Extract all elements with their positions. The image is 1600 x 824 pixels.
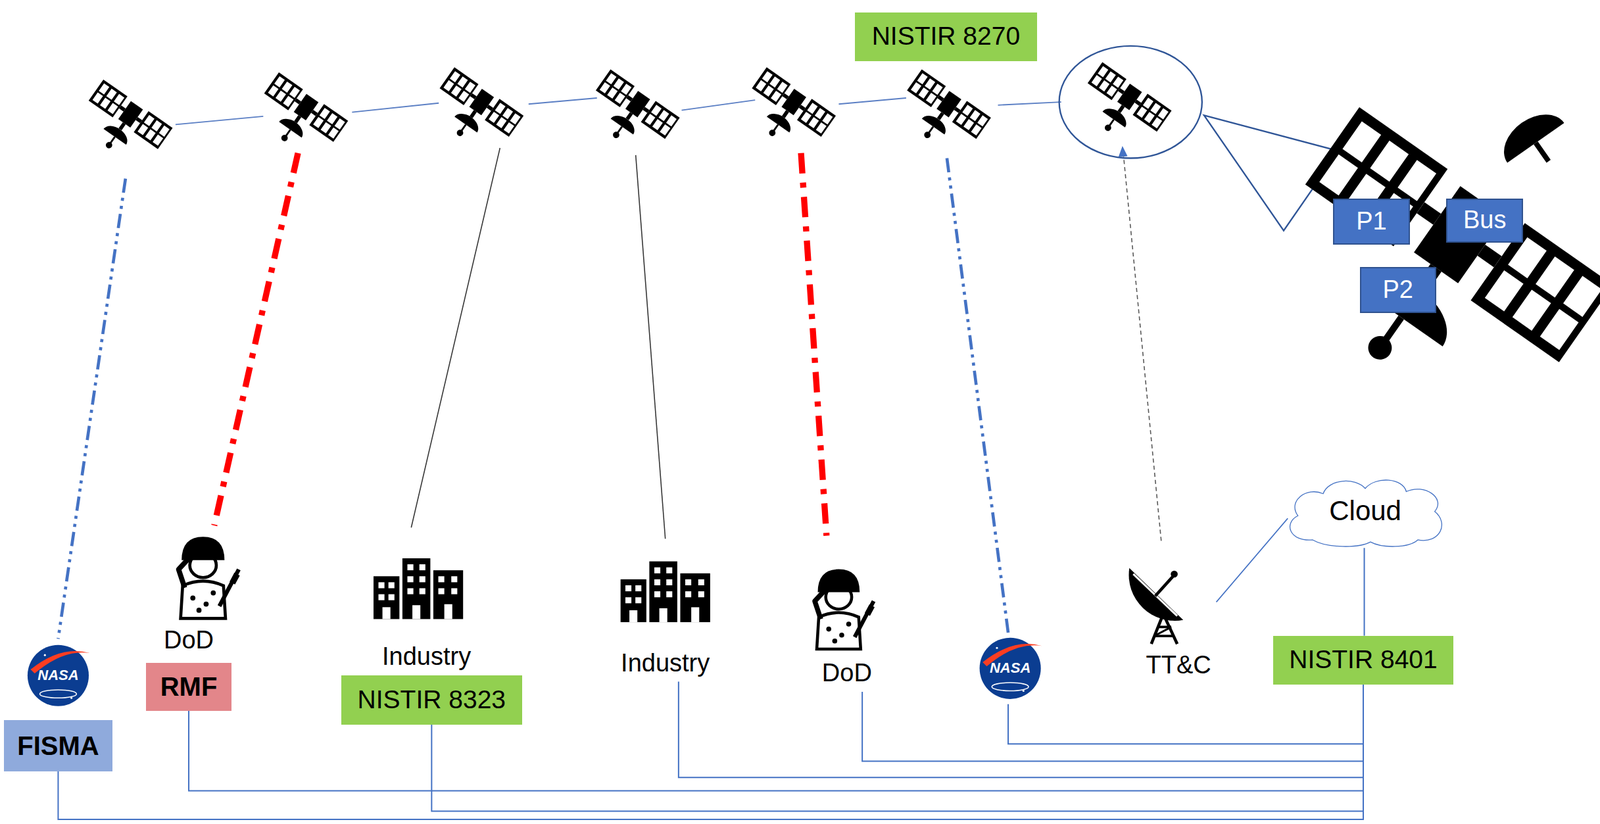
crosslink-line [175, 116, 264, 125]
logo-text: NASA [37, 667, 79, 684]
satellite-icon [423, 67, 524, 160]
component-box: P2 [1359, 266, 1437, 314]
box-text: Cloud [1329, 495, 1402, 527]
building-icon [620, 561, 711, 623]
nasa-link [57, 178, 125, 640]
nasa-logo [979, 637, 1043, 700]
ground-links [57, 145, 1288, 639]
actor-label: Industry [382, 642, 471, 672]
satellite-icon [735, 67, 836, 160]
dish-antenna [1493, 102, 1577, 181]
bus-line [862, 691, 1364, 762]
framework-box: FISMA [3, 720, 112, 772]
box-text: P2 [1382, 275, 1414, 305]
actor-label: DoD [822, 658, 873, 688]
component-box: P1 [1333, 198, 1410, 245]
standard-box: NISTIR 8401 [1273, 635, 1455, 685]
dish-antenna [1535, 142, 1549, 162]
bus-line [1008, 704, 1364, 745]
industry-link [635, 155, 666, 539]
logo-star [44, 654, 47, 657]
ttc-arrowhead [1118, 145, 1128, 158]
cloud-outline [1290, 480, 1443, 547]
satellites [72, 62, 1172, 173]
crosslink-line [681, 99, 756, 111]
ttc-link [1123, 155, 1161, 542]
cloud-link [1216, 518, 1289, 602]
nasa-link [946, 158, 1009, 634]
big-satellite [1246, 102, 1600, 446]
crosslink-line [351, 103, 439, 113]
box-text: NISTIR 8401 [1288, 645, 1437, 675]
box-text: Bus [1463, 205, 1506, 235]
connector-line [431, 684, 1364, 811]
industry-link [411, 147, 500, 528]
logo-star [70, 697, 73, 700]
dish-antenna [1493, 102, 1565, 163]
standard-box: NISTIR 8270 [854, 12, 1038, 62]
satellite-icon [891, 69, 992, 162]
dod-link [800, 153, 827, 536]
box-text: RMF [160, 671, 218, 702]
box-text: P1 [1356, 207, 1387, 237]
soldier-icon [814, 569, 875, 650]
satellite-icon [1071, 62, 1172, 156]
standard-box: NISTIR 8323 [341, 675, 523, 725]
satellite-icon [580, 69, 680, 162]
soldier-icon [178, 536, 241, 619]
framework-box: RMF [145, 662, 232, 711]
box-text: NISTIR 8270 [872, 21, 1020, 52]
building-icon [373, 558, 464, 620]
logo-star [1022, 689, 1025, 692]
actor-label: TT&C [1146, 651, 1212, 680]
connector-line [1363, 547, 1366, 636]
connector-line [57, 684, 1364, 820]
box-text: FISMA [17, 730, 99, 761]
dod-link [214, 153, 298, 526]
component-box: Bus [1446, 198, 1523, 243]
logo-orbit [40, 689, 77, 698]
nasa-logo [27, 645, 91, 707]
satellite-icon [72, 79, 173, 173]
satellite-icon [1246, 107, 1600, 447]
logo-star [995, 647, 998, 650]
crosslink-line [838, 97, 906, 104]
logo-text: NASA [989, 660, 1031, 677]
zoom-circle [1059, 46, 1203, 159]
actor-label: Industry [620, 649, 710, 679]
crosslink-line [528, 97, 598, 104]
box-text: NISTIR 8323 [357, 685, 506, 715]
logo-orbit [991, 682, 1029, 691]
crosslink-line [998, 101, 1062, 106]
satellite-icon [247, 72, 348, 166]
actor-label: DoD [163, 626, 214, 656]
cloud-shape: Cloud [1281, 474, 1450, 549]
ground-icons [178, 536, 1184, 650]
antenna-icon [1129, 568, 1184, 644]
connector-line [188, 684, 1364, 791]
